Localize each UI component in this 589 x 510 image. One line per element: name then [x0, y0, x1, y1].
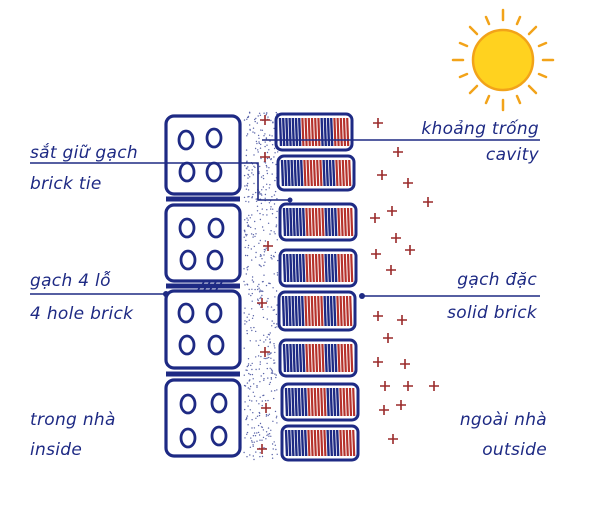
hole-brick-label-vi: gạch 4 lỗ [30, 271, 111, 291]
hole-brick [164, 289, 242, 370]
sun-icon [451, 8, 555, 112]
plus-mark [387, 206, 397, 216]
hole-brick [164, 203, 242, 283]
solid-brick [278, 338, 358, 378]
inside-label-en: inside [30, 440, 83, 460]
solid-brick [277, 290, 357, 332]
plus-mark [261, 403, 271, 413]
plus-mark [257, 298, 267, 308]
plus-mark [373, 311, 383, 321]
solid-brick-label-en: solid brick [447, 303, 537, 323]
cavity-label-vi: khoảng trống [421, 119, 539, 139]
solid-brick [278, 202, 358, 242]
solid-brick [274, 112, 354, 152]
plus-mark [370, 213, 380, 223]
plus-mark [429, 381, 439, 391]
outside-label-vi: ngoài nhà [459, 410, 547, 430]
cavity-gap [243, 111, 279, 461]
solid-brick-label-vi: gạch đặc [457, 270, 537, 290]
leader-lines [30, 139, 540, 297]
plus-mark [386, 265, 396, 275]
plus-mark [423, 197, 433, 207]
solid-brick [280, 382, 360, 422]
plus-mark [403, 178, 413, 188]
plus-mark [379, 405, 389, 415]
solid-brick-wall [274, 112, 360, 462]
plus-mark [263, 241, 273, 251]
plus-mark [373, 118, 383, 128]
heat-marks [257, 115, 439, 454]
plus-mark [260, 347, 270, 357]
cavity-label-en: cavity [485, 145, 539, 165]
plus-mark [397, 315, 407, 325]
plus-mark [257, 444, 267, 454]
plus-mark [260, 115, 270, 125]
solid-brick [280, 424, 360, 462]
solid-brick [276, 154, 356, 192]
outside-label-en: outside [482, 440, 547, 460]
hole-brick [164, 378, 242, 458]
plus-mark [400, 359, 410, 369]
plus-mark [393, 147, 403, 157]
hole-brick-label-en: 4 hole brick [30, 304, 134, 324]
plus-mark [260, 152, 270, 162]
brick-tie-label-vi: sắt giữ gạch [30, 143, 138, 163]
inside-label-vi: trong nhà [30, 410, 116, 430]
solid-brick [278, 248, 358, 288]
plus-mark [391, 233, 401, 243]
brick-tie-label-en: brick tie [30, 174, 102, 194]
plus-mark [383, 333, 393, 343]
hole-brick-wall [164, 114, 242, 458]
plus-mark [380, 381, 390, 391]
plus-mark [371, 249, 381, 259]
plus-mark [396, 400, 406, 410]
plus-mark [388, 434, 398, 444]
hole-brick [164, 114, 242, 196]
plus-mark [403, 381, 413, 391]
plus-mark [405, 245, 415, 255]
plus-mark [377, 170, 387, 180]
plus-mark [373, 357, 383, 367]
brick-tie-leader [30, 162, 290, 201]
